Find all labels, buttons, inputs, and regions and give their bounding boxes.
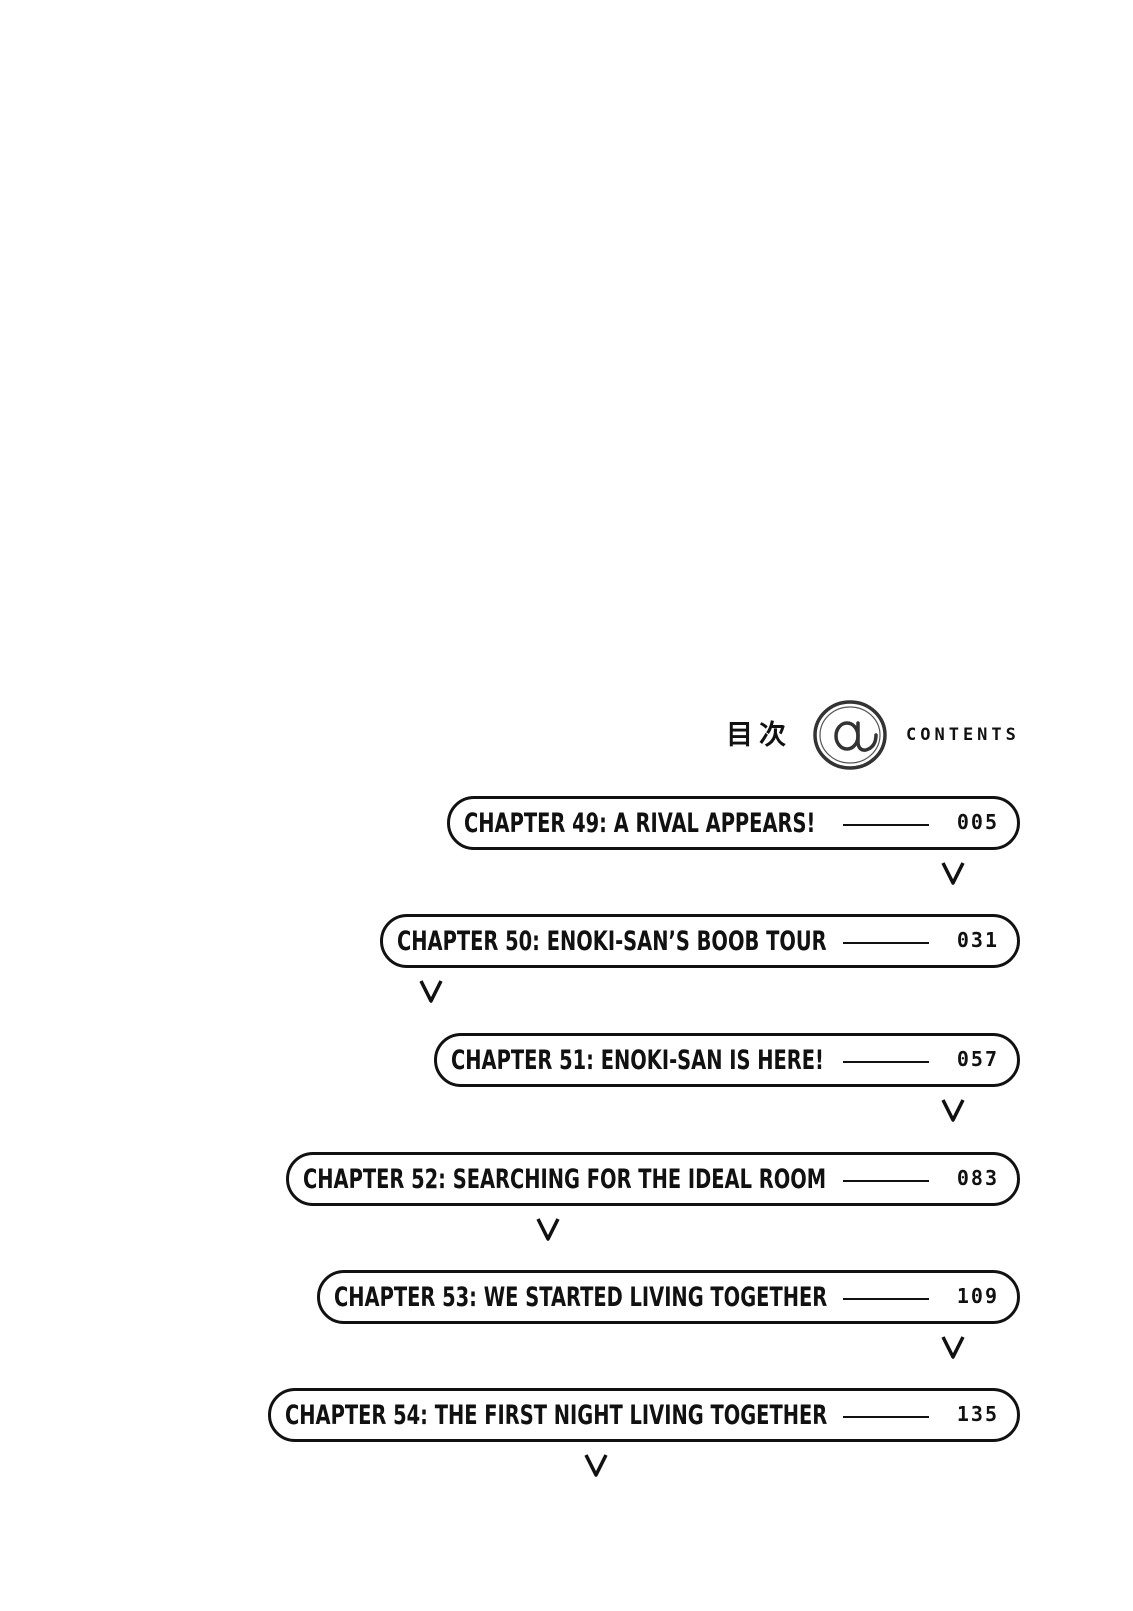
- page-number: 083: [956, 1166, 999, 1190]
- chapter-title: CHAPTER 51: ENOKI-SAN IS HERE!: [451, 1044, 824, 1076]
- toc-entry-chapter-51[interactable]: CHAPTER 51: ENOKI-SAN IS HERE! 057: [434, 1033, 1020, 1122]
- page-number: 057: [956, 1047, 999, 1071]
- leader-line: [843, 1416, 929, 1418]
- page-number: 109: [956, 1284, 999, 1308]
- at-sign-icon: [813, 700, 887, 770]
- chapter-title: CHAPTER 54: THE FIRST NIGHT LIVING TOGET…: [285, 1399, 828, 1431]
- contents-kanji-label: 目次: [726, 719, 792, 751]
- leader-line: [843, 1061, 929, 1063]
- leader-line: [843, 824, 929, 826]
- page-number: 005: [956, 810, 999, 834]
- chapter-title: CHAPTER 50: ENOKI-SAN’S BOOB TOUR: [397, 925, 827, 957]
- toc-entry-chapter-52[interactable]: CHAPTER 52: SEARCHING FOR THE IDEAL ROOM…: [286, 1152, 1020, 1241]
- contents-title: CONTENTS: [906, 725, 1020, 745]
- toc-entry-chapter-49[interactable]: CHAPTER 49: A RIVAL APPEARS! 005: [447, 796, 1020, 885]
- contents-header: 目次 CONTENTS: [726, 695, 1020, 775]
- chapter-title: CHAPTER 52: SEARCHING FOR THE IDEAL ROOM: [303, 1163, 827, 1195]
- leader-line: [843, 942, 929, 944]
- chapter-title: CHAPTER 53: WE STARTED LIVING TOGETHER: [334, 1281, 828, 1313]
- chapter-title: CHAPTER 49: A RIVAL APPEARS!: [464, 807, 816, 839]
- page-number: 135: [956, 1402, 999, 1426]
- toc-entry-chapter-50[interactable]: CHAPTER 50: ENOKI-SAN’S BOOB TOUR 031: [380, 914, 1020, 1003]
- page-number: 031: [956, 928, 999, 952]
- toc-entry-chapter-54[interactable]: CHAPTER 54: THE FIRST NIGHT LIVING TOGET…: [268, 1388, 1020, 1477]
- toc-entry-chapter-53[interactable]: CHAPTER 53: WE STARTED LIVING TOGETHER 1…: [317, 1270, 1020, 1359]
- leader-line: [843, 1298, 929, 1300]
- leader-line: [843, 1180, 929, 1182]
